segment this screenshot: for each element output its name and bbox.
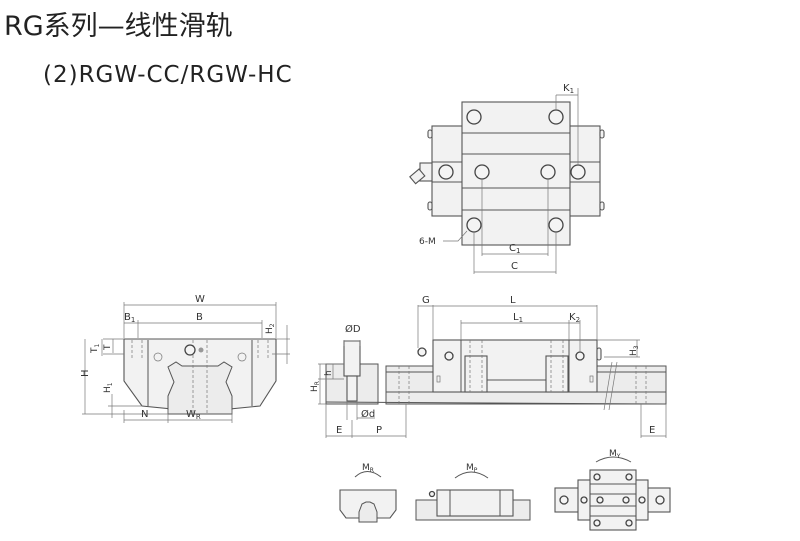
h1-label: H1 xyxy=(103,382,114,393)
counterbore xyxy=(343,340,361,377)
p-label: P xyxy=(376,425,382,436)
mounting-holes xyxy=(438,109,586,233)
g-label: G xyxy=(422,295,430,306)
hr-label: HR xyxy=(310,381,321,392)
h3-label: H3 xyxy=(629,345,640,356)
c-label: C xyxy=(511,261,518,272)
h-label: H xyxy=(80,369,91,377)
grease-nipple-icon xyxy=(409,162,433,185)
front-view-rail xyxy=(167,361,233,415)
moment-mp: MP xyxy=(415,463,531,521)
k2-label: K2 xyxy=(569,312,580,324)
n-label: N xyxy=(141,409,148,420)
grease-nipple-side-icon xyxy=(417,347,427,357)
l-label: L xyxy=(510,295,516,306)
mp-label: MP xyxy=(466,463,478,474)
side-view: G L L1 K2 H3 ØD HR h Ød E P E xyxy=(310,295,667,438)
moment-my: MY xyxy=(554,449,671,531)
d-small-label: Ød xyxy=(361,408,375,420)
my-arrow-icon xyxy=(595,456,632,463)
m-label: 6-M xyxy=(419,237,436,247)
b1-label: B1 xyxy=(124,312,135,324)
c1-label: C1 xyxy=(509,243,520,255)
h2-label: H2 xyxy=(265,323,276,334)
mr-arrow-icon xyxy=(354,471,382,478)
top-view: K1 C1 C 6-M xyxy=(409,83,605,274)
l1-label: L1 xyxy=(513,312,523,324)
e-left-label: E xyxy=(336,425,342,436)
od-label: ØD xyxy=(345,323,361,335)
w-label: W xyxy=(195,294,205,305)
front-view: W B1 B H2 T1 T H H1 N WR xyxy=(80,294,290,423)
t-label: T xyxy=(103,344,113,351)
wr-label: WR xyxy=(186,409,201,421)
page-title: RG系列—线性滑轨 xyxy=(4,11,233,42)
h-small-label: h xyxy=(324,370,334,376)
b-label: B xyxy=(196,312,203,323)
side-view-block xyxy=(432,339,598,393)
moment-mr: MR xyxy=(339,463,397,523)
model-subtitle: (2)RGW-CC/RGW-HC xyxy=(43,62,293,88)
t1-label: T1 xyxy=(90,344,101,355)
my-label: MY xyxy=(609,449,621,460)
mp-arrow-icon xyxy=(454,471,489,479)
e-right-label: E xyxy=(649,425,655,436)
mr-label: MR xyxy=(362,463,374,474)
k1-label: K1 xyxy=(563,83,574,95)
